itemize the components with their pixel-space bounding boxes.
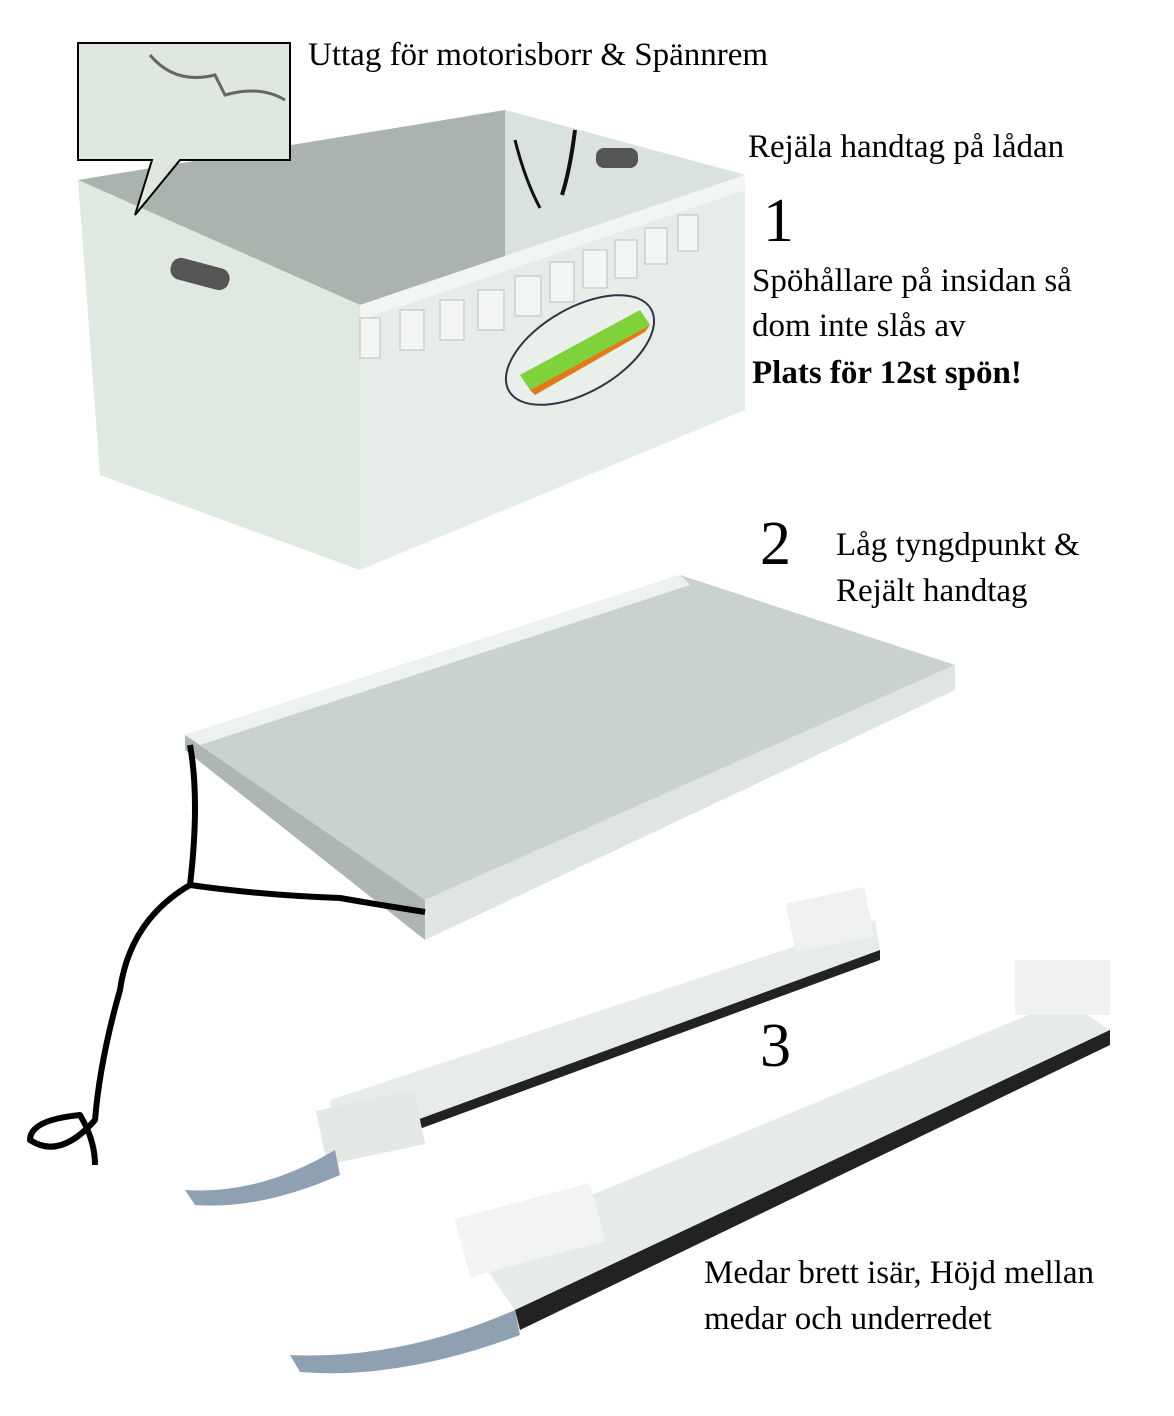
runners-text-line1: Medar brett isär, Höjd mellan (704, 1255, 1094, 1291)
section-number-2: 2 (760, 510, 791, 578)
rope-handle (27, 744, 426, 1166)
holders-text-line2: dom inte slås av (752, 308, 966, 344)
runner-1 (185, 887, 880, 1206)
handles-text: Rejäla handtag på lådan (748, 129, 1065, 165)
callout-text: Uttag för motorisborr & Spännrem (308, 37, 769, 73)
base-text-line2: Rejält handtag (836, 573, 1028, 609)
runners-text-line2: medar och underredet (704, 1301, 992, 1337)
fishing-box (78, 110, 745, 570)
base-text-line1: Låg tyngdpunkt & (836, 527, 1080, 563)
section-number-1: 1 (763, 187, 794, 255)
capacity-text: Plats för 12st spön! (752, 355, 1022, 391)
sled-base (185, 575, 955, 940)
callout-bubble (77, 42, 291, 216)
holders-text-line1: Spöhållare på insidan så (752, 263, 1072, 299)
section-number-3: 3 (760, 1012, 791, 1080)
runner-2 (290, 960, 1110, 1374)
